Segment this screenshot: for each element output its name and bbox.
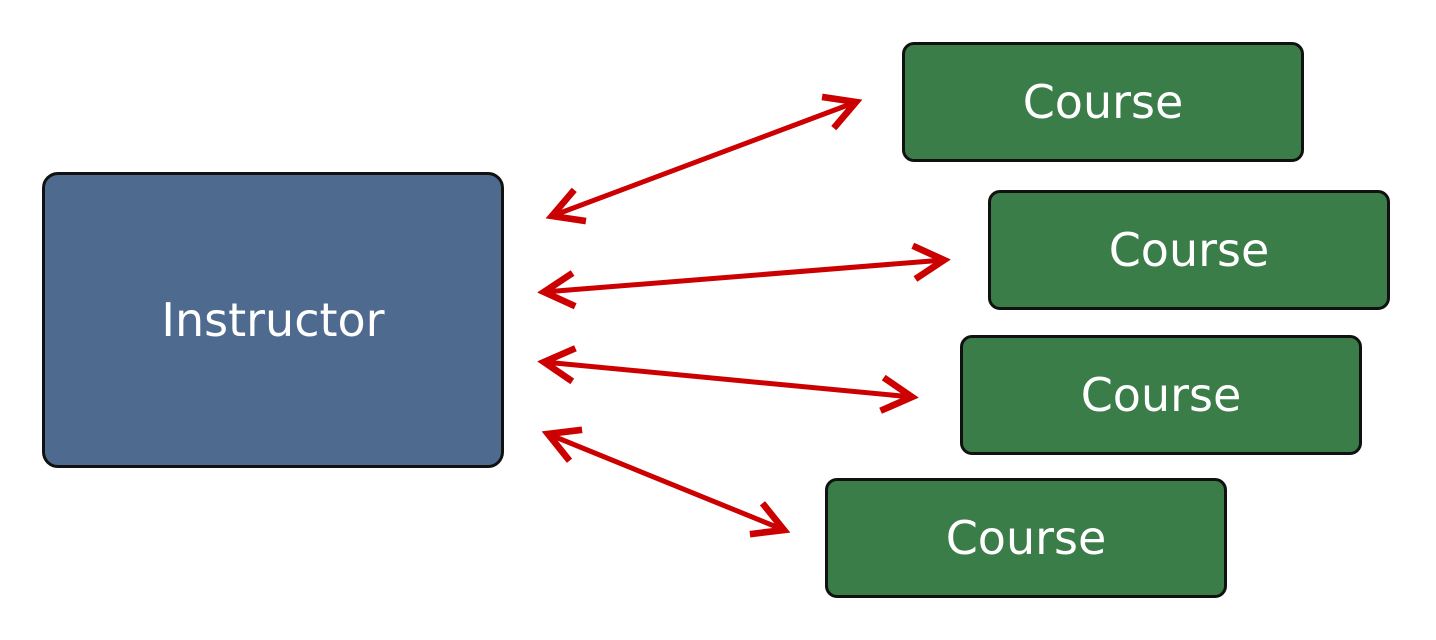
course-box-2: Course — [988, 190, 1390, 310]
arrow-instructor-course-2 — [544, 260, 944, 292]
instructor-box: Instructor — [42, 172, 504, 468]
course-label: Course — [945, 511, 1107, 565]
instructor-label: Instructor — [161, 293, 385, 347]
course-box-3: Course — [960, 335, 1362, 455]
course-box-4: Course — [825, 478, 1227, 598]
course-label: Course — [1108, 223, 1270, 277]
course-label: Course — [1080, 368, 1242, 422]
arrow-instructor-course-4 — [548, 434, 784, 530]
course-label: Course — [1022, 75, 1184, 129]
course-box-1: Course — [902, 42, 1304, 162]
arrow-instructor-course-3 — [544, 362, 912, 397]
arrow-instructor-course-1 — [552, 102, 856, 216]
